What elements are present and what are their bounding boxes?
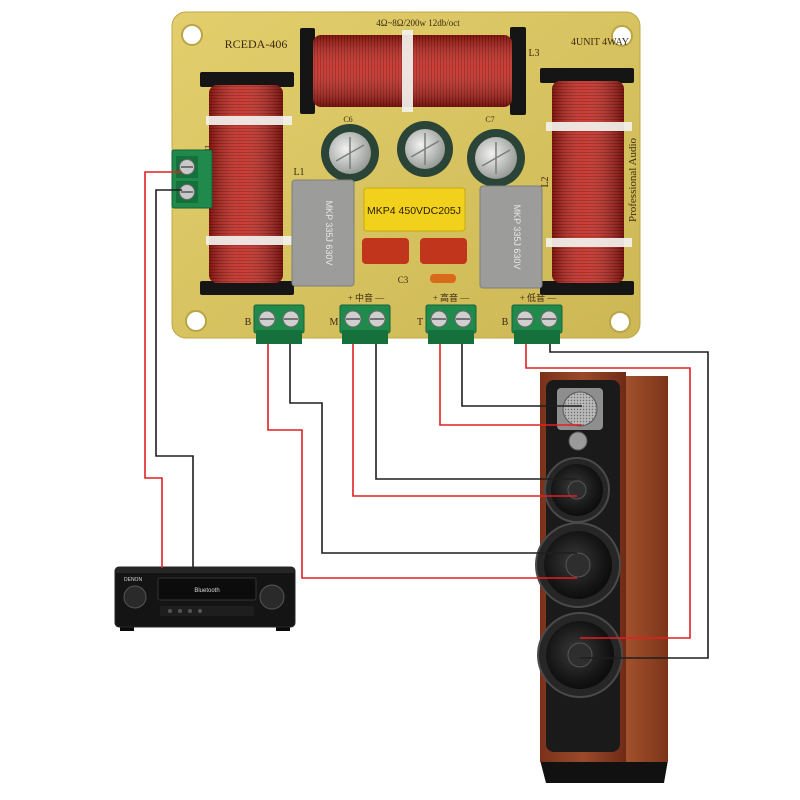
cap-label-c3: C3 — [398, 275, 409, 285]
terminal-letter: T — [417, 317, 423, 328]
wire-bass-left-positive — [267, 344, 577, 579]
inductor-coil-l3 — [300, 27, 526, 115]
wire-mid-negative — [375, 344, 577, 480]
av-receiver: DENON Bluetooth — [114, 566, 296, 631]
terminal-letter: B — [245, 317, 252, 328]
wire-mid-positive — [352, 344, 577, 497]
wire-bass-right-positive — [525, 344, 691, 639]
output-terminal-tweeter: + 高音 — T — [417, 292, 477, 344]
receiver-display-text: Bluetooth — [194, 588, 219, 594]
film-capacitor-red — [420, 238, 467, 264]
input-knob-icon — [259, 584, 285, 610]
terminal-letter: B — [502, 317, 509, 328]
film-capacitor-grey: MKP 335J 630V — [479, 185, 543, 289]
mounting-hole — [185, 310, 207, 332]
svg-text:MKP 335J 630V: MKP 335J 630V — [512, 205, 522, 270]
electrolytic-capacitor — [467, 129, 525, 187]
film-capacitor-grey: MKP 335J 630V — [291, 179, 355, 287]
wire-input-negative — [155, 189, 194, 568]
tweeter — [557, 388, 603, 451]
wire-tweeter-negative — [461, 344, 582, 407]
wire-tweeter-positive — [439, 344, 582, 426]
woofer-lower — [537, 612, 623, 698]
input-terminal-block — [171, 149, 213, 209]
output-terminal-mid: + 中音 — M — [330, 292, 391, 344]
wire-input-positive — [144, 171, 182, 568]
woofer-upper — [535, 522, 621, 608]
speaker-plinth — [540, 760, 668, 783]
mounting-hole — [181, 24, 203, 46]
output-terminal-bass-right: + 低音 — B — [502, 292, 563, 344]
cap-label-c6: C6 — [343, 115, 352, 124]
brand-vertical: Professional Audio — [627, 137, 639, 222]
board-units: 4UNIT 4WAY — [571, 37, 629, 48]
midrange-driver — [544, 457, 610, 523]
board-model: RCEDA-406 — [225, 37, 288, 51]
wire-bass-left-negative — [289, 344, 577, 554]
terminal-polarity-label: + 低音 — — [520, 292, 558, 303]
output-terminal-bass-left: B — [245, 304, 305, 344]
terminal-letter: M — [330, 317, 339, 328]
speaker-side-panel — [624, 376, 668, 762]
coil-label-l2: L2 — [540, 176, 551, 187]
film-capacitor-yellow: MKP4 450VDC205J — [363, 187, 466, 232]
film-capacitor-red — [362, 238, 409, 264]
wire-bass-right-negative — [549, 344, 709, 659]
coil-label-l3: L3 — [528, 48, 539, 59]
receiver-display — [157, 577, 257, 601]
coil-label-l1: L1 — [293, 167, 304, 178]
mounting-hole — [611, 25, 633, 47]
inductor-coil-l2 — [540, 68, 634, 295]
board-spec: 4Ω~8Ω/200w 12db/oct — [376, 18, 460, 28]
electrolytic-capacitor — [321, 124, 379, 182]
terminal-polarity-label: + 高音 — — [433, 292, 471, 303]
svg-text:MKP 335J 630V: MKP 335J 630V — [324, 201, 334, 266]
cap-label-c7: C7 — [485, 115, 494, 124]
receiver-brand: DENON — [124, 577, 142, 583]
inductor-coil-l1 — [200, 72, 294, 295]
wiring — [144, 171, 709, 659]
electrolytic-capacitor — [397, 121, 453, 177]
mounting-hole — [609, 311, 631, 333]
terminal-polarity-label: + 中音 — — [348, 292, 386, 303]
crossover-board: 4Ω~8Ω/200w 12db/oct RCEDA-406 4UNIT 4WAY… — [171, 11, 641, 344]
volume-knob-icon — [123, 585, 147, 609]
resistor — [430, 274, 456, 283]
svg-text:MKP4 450VDC205J: MKP4 450VDC205J — [367, 205, 461, 217]
